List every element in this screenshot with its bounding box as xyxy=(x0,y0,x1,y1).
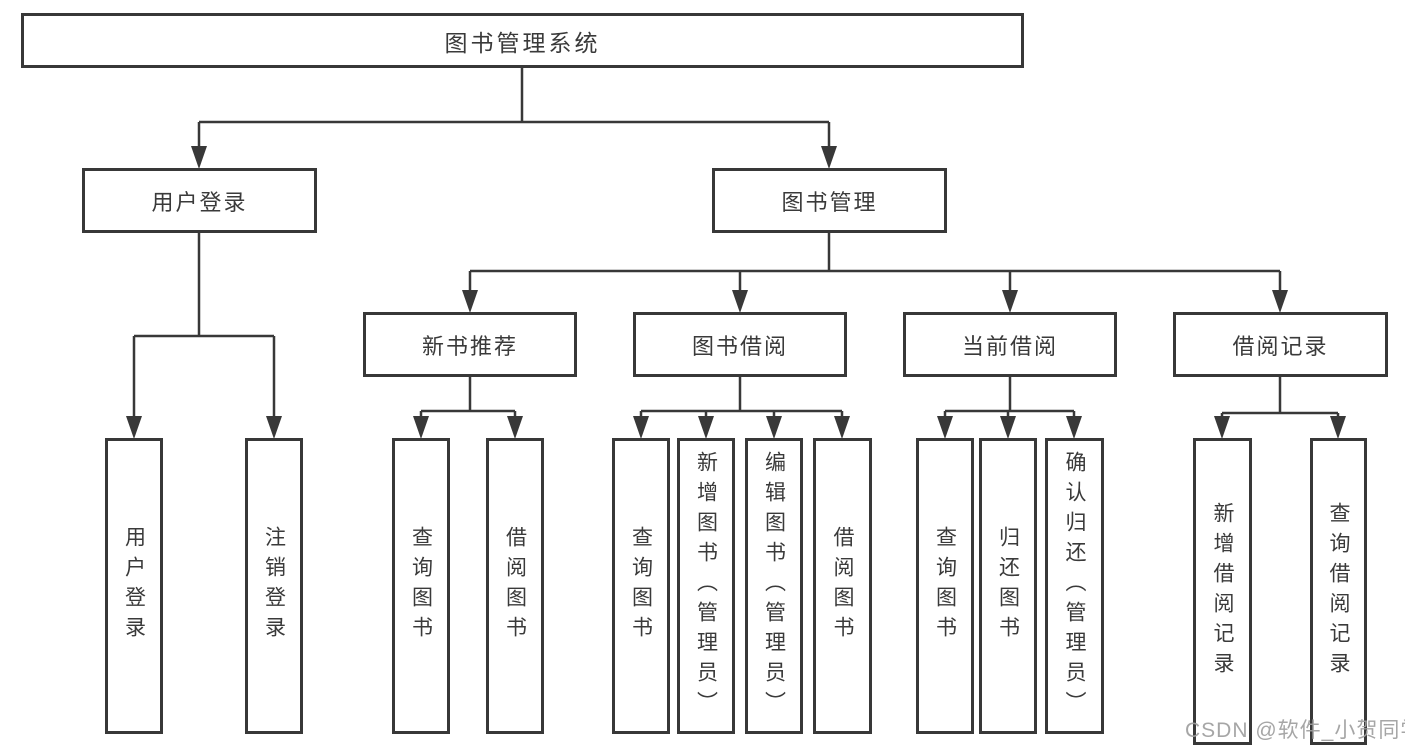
node-label: 注销登录 xyxy=(262,526,286,646)
node-label: 新增图书（管理员） xyxy=(694,451,718,721)
node-label: 图书管理系统 xyxy=(444,29,601,56)
node-label: 新书推荐 xyxy=(421,333,518,359)
leaf-borrow-books: 借阅图书 xyxy=(813,438,872,734)
node-user-login: 用户登录 xyxy=(82,168,317,233)
node-book-borrow: 图书借阅 xyxy=(633,312,847,377)
node-label: 确认归还（管理员） xyxy=(1063,451,1086,721)
node-label: 编辑图书（管理员） xyxy=(762,451,786,721)
node-label: 借阅记录 xyxy=(1232,333,1329,359)
node-library-management-system: 图书管理系统 xyxy=(21,13,1024,68)
leaf-logout: 注销登录 xyxy=(245,438,303,734)
node-label: 查询图书 xyxy=(629,526,653,646)
node-label: 用户登录 xyxy=(151,189,248,215)
node-new-book-recommend: 新书推荐 xyxy=(363,312,577,377)
leaf-confirm-return-admin: 确认归还（管理员） xyxy=(1045,438,1104,734)
node-label: 借阅图书 xyxy=(503,526,527,646)
node-label: 归还图书 xyxy=(996,526,1020,646)
leaf-query-books-current: 查询图书 xyxy=(916,438,974,734)
node-label: 查询图书 xyxy=(933,526,957,646)
leaf-borrow-books-recommend: 借阅图书 xyxy=(486,438,544,734)
leaf-return-books: 归还图书 xyxy=(979,438,1037,734)
leaf-add-books-admin: 新增图书（管理员） xyxy=(677,438,735,734)
node-borrow-records: 借阅记录 xyxy=(1173,312,1388,377)
csdn-watermark: CSDN @软件_小贺同学 xyxy=(1185,719,1405,742)
leaf-user-login: 用户登录 xyxy=(105,438,163,734)
leaf-query-books-borrow: 查询图书 xyxy=(612,438,670,734)
leaf-add-borrow-record: 新增借阅记录 xyxy=(1193,438,1252,745)
node-label: 查询借阅记录 xyxy=(1327,501,1350,682)
node-book-management: 图书管理 xyxy=(712,168,947,233)
node-label: 借阅图书 xyxy=(831,526,854,646)
arrowhead-icons xyxy=(126,146,1346,439)
node-label: 当前借阅 xyxy=(961,333,1058,359)
node-current-borrow: 当前借阅 xyxy=(903,312,1117,377)
node-label: 图书管理 xyxy=(781,189,878,215)
node-label: 图书借阅 xyxy=(691,333,788,359)
leaf-query-borrow-record: 查询借阅记录 xyxy=(1310,438,1367,745)
node-label: 新增借阅记录 xyxy=(1211,501,1234,682)
leaf-query-books-recommend: 查询图书 xyxy=(392,438,450,734)
node-label: 用户登录 xyxy=(122,526,146,646)
leaf-edit-books-admin: 编辑图书（管理员） xyxy=(745,438,803,734)
node-label: 查询图书 xyxy=(409,526,433,646)
